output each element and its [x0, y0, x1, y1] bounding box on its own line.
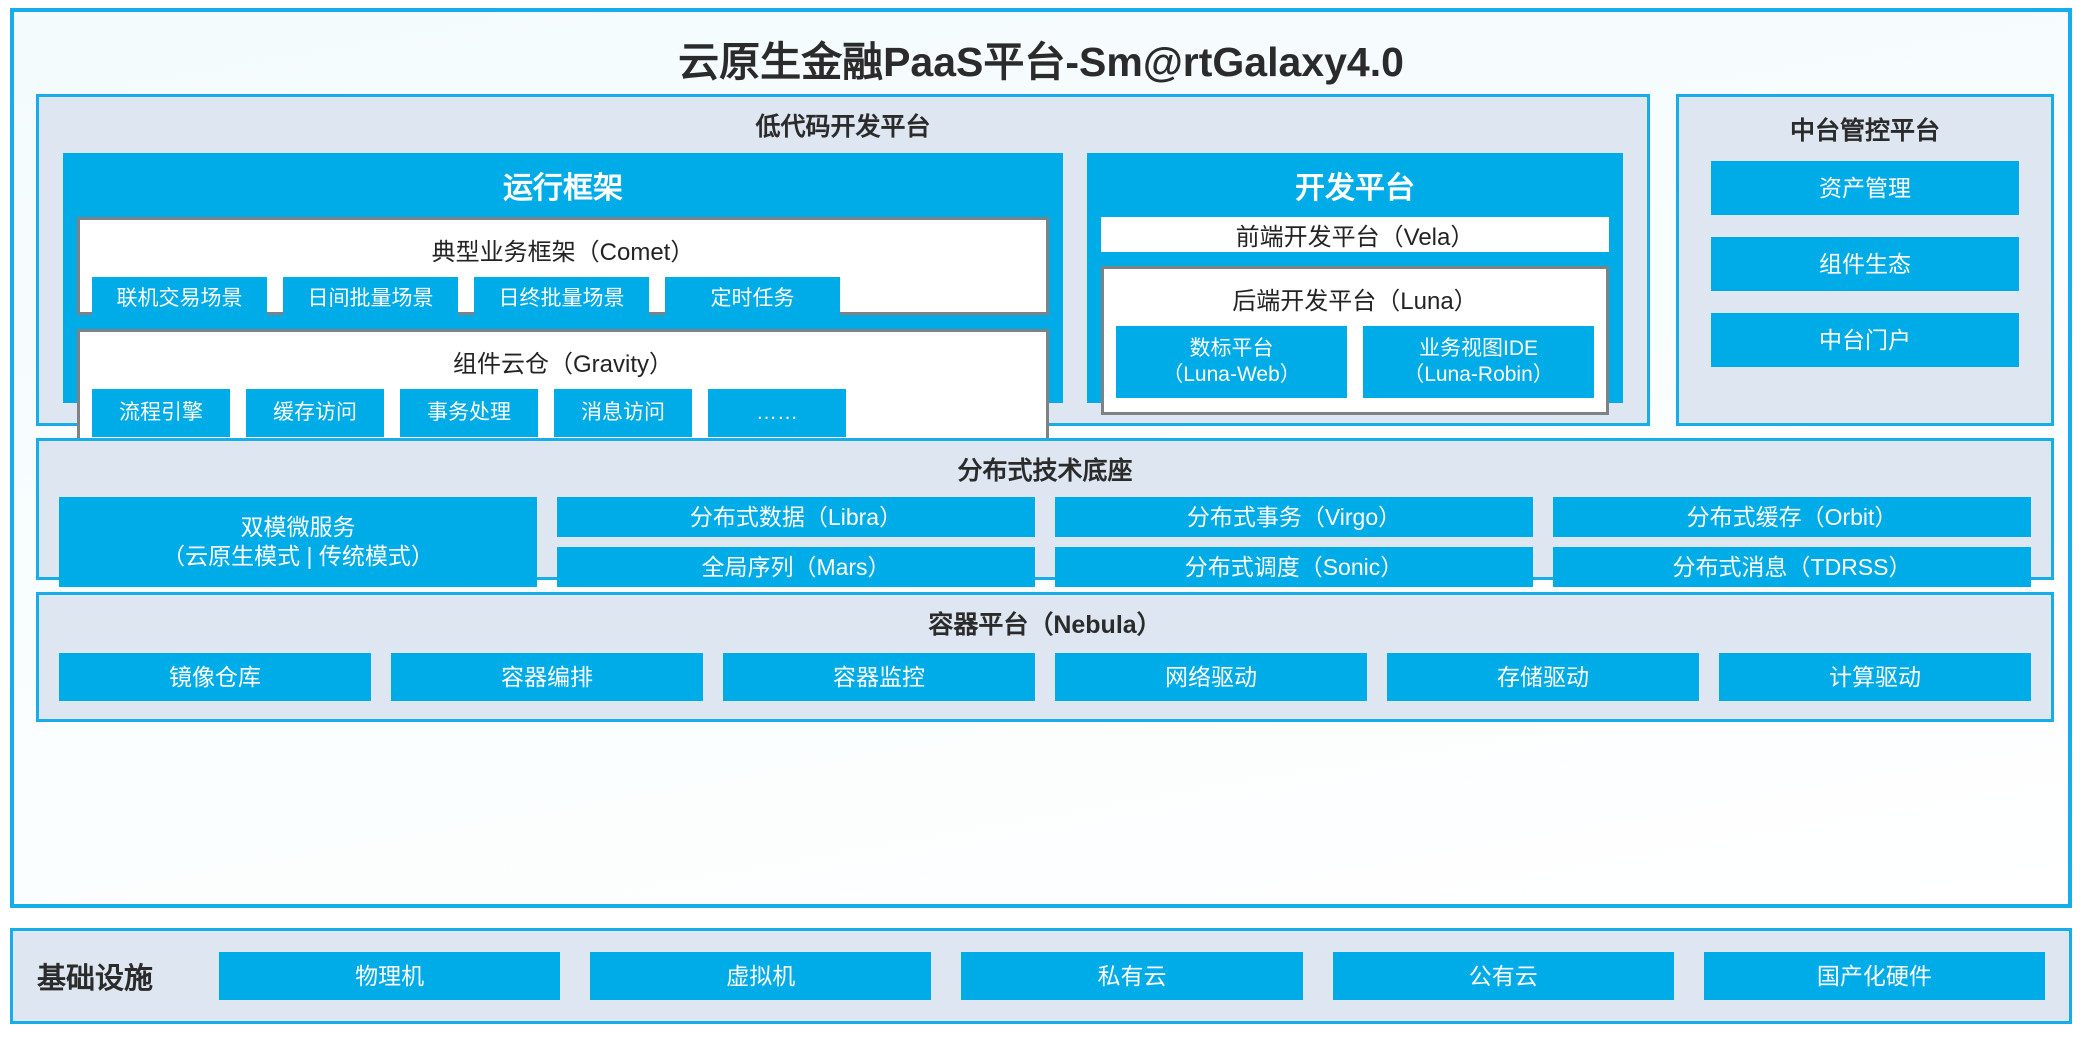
tile-virtual-machine[interactable]: 虚拟机 [590, 952, 932, 1000]
infrastructure-panel: 基础设施 物理机 虚拟机 私有云 公有云 国产化硬件 [10, 928, 2072, 1024]
distributed-base-panel: 分布式技术底座 双模微服务 （云原生模式 | 传统模式） 分布式数据（Libra… [36, 438, 2054, 587]
comet-tile-scheduled-task[interactable]: 定时任务 [665, 277, 840, 321]
gravity-tile-cache-access[interactable]: 缓存访问 [246, 389, 384, 437]
tile-container-monitoring[interactable]: 容器监控 [723, 653, 1035, 701]
tile-physical-machine[interactable]: 物理机 [219, 952, 561, 1000]
luna-web-line2: （Luna-Web） [1162, 363, 1301, 386]
distributed-col-1: 分布式数据（Libra） 全局序列（Mars） [557, 497, 1035, 587]
control-platform-title: 中台管控平台 [1789, 117, 1940, 145]
comet-tile-eod-batch[interactable]: 日终批量场景 [474, 277, 649, 321]
tile-private-cloud[interactable]: 私有云 [961, 952, 1303, 1000]
tile-domestic-hardware[interactable]: 国产化硬件 [1703, 952, 2046, 1000]
tile-distributed-transaction-virgo[interactable]: 分布式事务（Virgo） [1055, 497, 1533, 537]
distributed-col-3: 分布式缓存（Orbit） 分布式消息（TDRSS） [1553, 497, 2031, 587]
upper-region: 低代码开发平台 运行框架 典型业务框架（Comet） 联机交易场景 日间批量场景… [36, 94, 2054, 445]
tile-distributed-data-libra[interactable]: 分布式数据（Libra） [557, 497, 1035, 537]
platform-main-card: 云原生金融PaaS平台-Sm@rtGalaxy4.0 低代码开发平台 运行框架 … [10, 8, 2072, 908]
tile-dual-mode-microservice[interactable]: 双模微服务 （云原生模式 | 传统模式） [59, 497, 537, 587]
dev-platform-block: 开发平台 前端开发平台（Vela） 后端开发平台（Luna） 数标平台 （Lun… [1087, 153, 1623, 415]
comet-tile-online-transaction[interactable]: 联机交易场景 [92, 277, 267, 321]
tile-distributed-message-tdrss[interactable]: 分布式消息（TDRSS） [1553, 547, 2031, 587]
distributed-base-title: 分布式技术底座 [957, 457, 1133, 485]
comet-title: 典型业务框架（Comet） [431, 239, 695, 266]
distributed-base-body: 双模微服务 （云原生模式 | 传统模式） 分布式数据（Libra） 全局序列（M… [39, 497, 2051, 587]
tile-distributed-cache-orbit[interactable]: 分布式缓存（Orbit） [1553, 497, 2031, 537]
low-code-platform-panel: 低代码开发平台 运行框架 典型业务框架（Comet） 联机交易场景 日间批量场景… [36, 94, 1650, 445]
infrastructure-label: 基础设施 [37, 963, 154, 995]
gravity-tile-row: 流程引擎 缓存访问 事务处理 消息访问 …… [92, 389, 1034, 437]
luna-tile-data-standard-platform[interactable]: 数标平台 （Luna-Web） [1116, 326, 1347, 398]
gravity-tile-process-engine[interactable]: 流程引擎 [92, 389, 230, 437]
backend-dev-platform-box: 后端开发平台（Luna） 数标平台 （Luna-Web） 业务视图IDE （Lu… [1101, 266, 1609, 415]
run-framework-block: 运行框架 典型业务框架（Comet） 联机交易场景 日间批量场景 日终批量场景 … [63, 153, 1063, 445]
gravity-title: 组件云仓（Gravity） [452, 351, 673, 378]
tile-container-orchestration[interactable]: 容器编排 [391, 653, 703, 701]
tile-public-cloud[interactable]: 公有云 [1332, 952, 1674, 1000]
tile-network-driver[interactable]: 网络驱动 [1055, 653, 1367, 701]
low-code-platform-body: 运行框架 典型业务框架（Comet） 联机交易场景 日间批量场景 日终批量场景 … [63, 153, 1623, 445]
tile-distributed-scheduling-sonic[interactable]: 分布式调度（Sonic） [1055, 547, 1533, 587]
gravity-box: 组件云仓（Gravity） 流程引擎 缓存访问 事务处理 消息访问 …… [77, 329, 1049, 445]
control-platform-list: 资产管理 组件生态 中台门户 [1679, 161, 2051, 367]
gravity-tile-message-access[interactable]: 消息访问 [554, 389, 692, 437]
luna-robin-line1: 业务视图IDE [1418, 336, 1538, 360]
gravity-tile-more[interactable]: …… [708, 389, 846, 437]
tile-global-sequence-mars[interactable]: 全局序列（Mars） [557, 547, 1035, 587]
luna-tile-row: 数标平台 （Luna-Web） 业务视图IDE （Luna-Robin） [1116, 326, 1594, 398]
frontend-dev-platform-box[interactable]: 前端开发平台（Vela） [1101, 217, 1609, 252]
container-platform-panel: 容器平台（Nebula） 镜像仓库 容器编排 容器监控 网络驱动 存储驱动 计算… [36, 592, 2054, 722]
container-platform-body: 镜像仓库 容器编排 容器监控 网络驱动 存储驱动 计算驱动 [39, 653, 2051, 701]
container-platform-title: 容器平台（Nebula） [928, 611, 1162, 639]
control-item-portal[interactable]: 中台门户 [1711, 313, 2019, 367]
backend-dev-platform-title: 后端开发平台（Luna） [1232, 288, 1478, 315]
luna-tile-business-view-ide[interactable]: 业务视图IDE （Luna-Robin） [1363, 326, 1594, 398]
dual-mode-line2: （云原生模式 | 传统模式） [162, 543, 434, 569]
tile-image-registry[interactable]: 镜像仓库 [59, 653, 371, 701]
luna-robin-line2: （Luna-Robin） [1403, 363, 1554, 386]
dual-mode-line1: 双模微服务 [240, 514, 356, 541]
dev-platform-title: 开发平台 [1295, 172, 1415, 205]
dual-mode-microservice-col: 双模微服务 （云原生模式 | 传统模式） [59, 497, 537, 587]
run-framework-title: 运行框架 [503, 172, 623, 205]
control-platform-panel: 中台管控平台 资产管理 组件生态 中台门户 [1676, 94, 2054, 426]
comet-tile-row: 联机交易场景 日间批量场景 日终批量场景 定时任务 [92, 277, 1034, 321]
gravity-tile-transaction-processing[interactable]: 事务处理 [400, 389, 538, 437]
low-code-platform-title: 低代码开发平台 [755, 113, 931, 141]
control-item-component-ecosystem[interactable]: 组件生态 [1711, 237, 2019, 291]
infrastructure-tiles: 物理机 虚拟机 私有云 公有云 国产化硬件 [219, 952, 2046, 1000]
tile-compute-driver[interactable]: 计算驱动 [1719, 653, 2031, 701]
luna-web-line1: 数标平台 [1189, 336, 1274, 360]
distributed-col-2: 分布式事务（Virgo） 分布式调度（Sonic） [1055, 497, 1533, 587]
page-title: 云原生金融PaaS平台-Sm@rtGalaxy4.0 [678, 39, 1404, 85]
comet-box: 典型业务框架（Comet） 联机交易场景 日间批量场景 日终批量场景 定时任务 [77, 217, 1049, 321]
control-item-asset-management[interactable]: 资产管理 [1711, 161, 2019, 215]
tile-storage-driver[interactable]: 存储驱动 [1387, 653, 1699, 701]
comet-tile-intraday-batch[interactable]: 日间批量场景 [283, 277, 458, 321]
